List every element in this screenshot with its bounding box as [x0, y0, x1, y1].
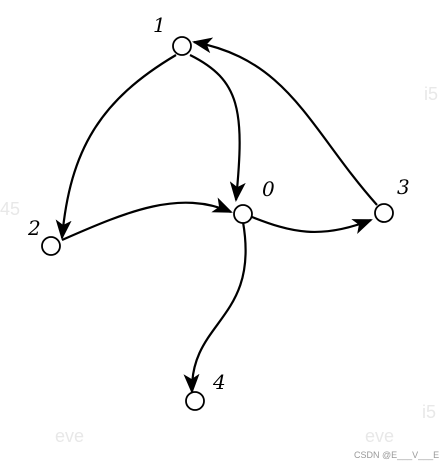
watermark: eve	[365, 426, 394, 446]
node-label-0: 0	[262, 177, 275, 201]
node-4	[185, 391, 205, 411]
node-3	[374, 203, 394, 223]
node-label-1: 1	[153, 13, 166, 37]
node-label-2: 2	[27, 216, 41, 240]
node-1	[172, 36, 192, 56]
edge-3-to-1	[192, 37, 378, 206]
watermark: 45	[0, 199, 20, 219]
edge-2-to-0	[61, 197, 233, 242]
edge-0-to-3	[251, 215, 373, 235]
node-2	[41, 236, 61, 256]
edge-0-to-4	[183, 221, 247, 394]
watermark: eve	[55, 426, 84, 446]
node-label-4: 4	[212, 370, 226, 394]
edge-1-to-0	[189, 54, 246, 202]
watermark: i5	[424, 84, 438, 104]
node-0	[233, 204, 253, 224]
node-label-3: 3	[397, 175, 410, 199]
credit-text: CSDN @E___V___E	[354, 450, 439, 460]
watermark: i5	[422, 402, 436, 422]
edge-1-to-2	[55, 54, 177, 240]
